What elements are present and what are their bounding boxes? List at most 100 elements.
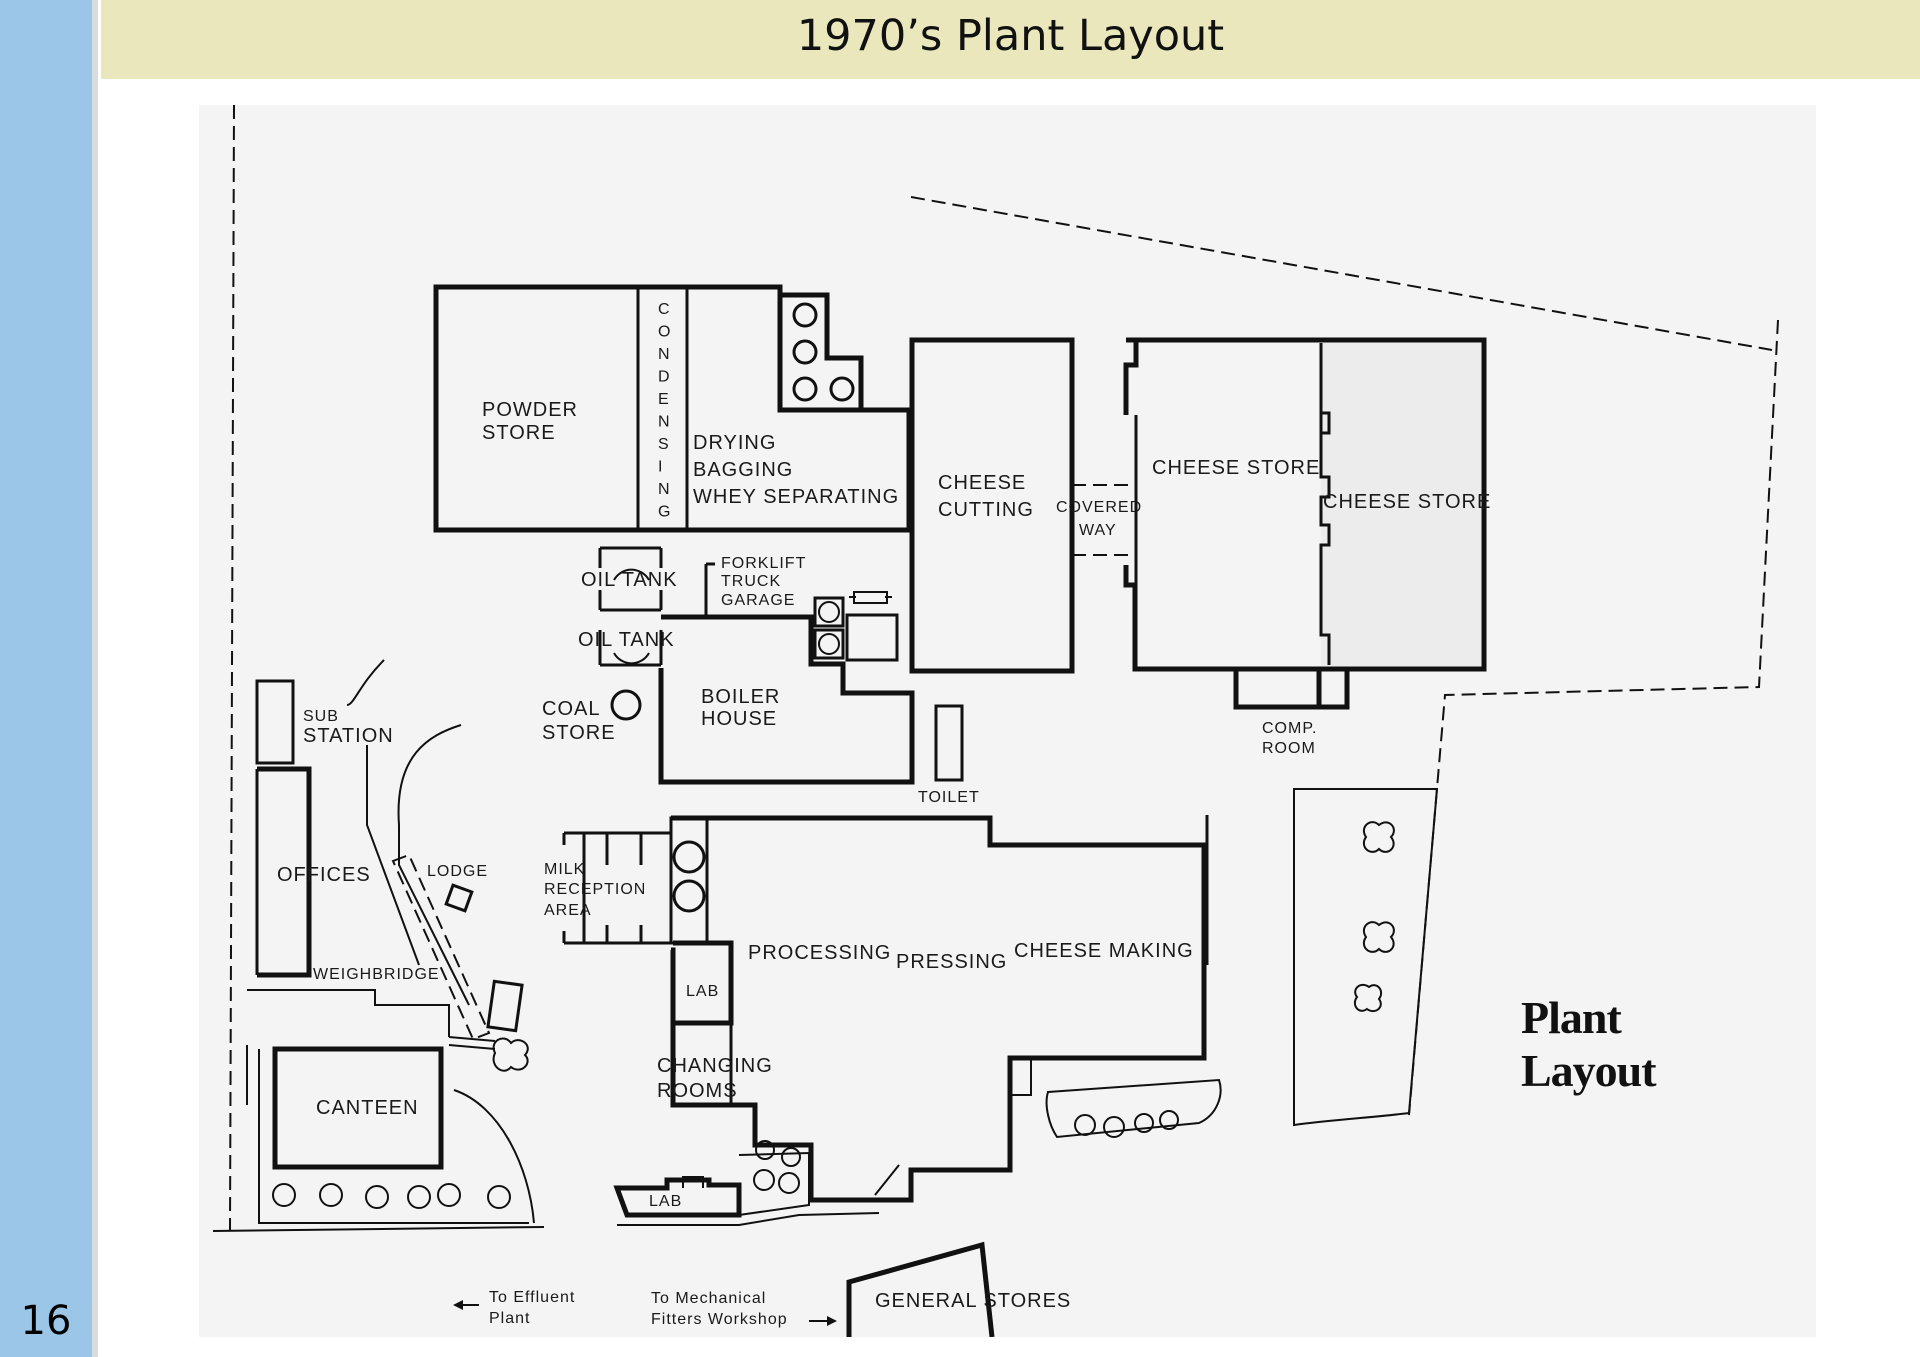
powder-store-label: STORE: [482, 422, 556, 444]
forklift-label: GARAGE: [721, 592, 795, 609]
comp-room-label: ROOM: [1262, 740, 1316, 757]
boiler-house: [658, 614, 915, 785]
condensing-letter: O: [658, 324, 671, 341]
offices-building: [257, 766, 312, 978]
powder-store-label: POWDER: [482, 399, 578, 421]
condensing-letter: E: [658, 391, 670, 408]
road-curve: [453, 1089, 535, 1224]
covered-way-label: COVERED: [1056, 499, 1142, 516]
lab-label: LAB: [686, 983, 719, 1000]
drying-label: DRYING: [693, 432, 776, 454]
toilet-building: [934, 704, 964, 782]
sub-station-label: SUB: [303, 708, 339, 725]
offices-label: OFFICES: [277, 864, 371, 886]
title-banner: 1970’s Plant Layout: [101, 0, 1920, 79]
cheese-store-label: CHEESE STORE: [1152, 457, 1320, 479]
effluent-label: Plant: [489, 1310, 530, 1327]
general-stores-building: [846, 1241, 995, 1337]
sub-station-label: STATION: [303, 725, 394, 747]
page-title: 1970’s Plant Layout: [796, 11, 1225, 61]
road-curve: [346, 659, 385, 706]
diagonal-wall: [874, 1164, 900, 1196]
road-curve: [397, 724, 470, 1006]
bottom-road: [617, 1212, 880, 1226]
site-boundary-left: [229, 105, 235, 1231]
processing-label: PROCESSING: [748, 942, 891, 964]
tank-circle: [829, 376, 855, 402]
forklift-label: FORKLIFT: [721, 555, 806, 572]
condensing-letter: N: [658, 414, 671, 431]
slide-sidebar: [0, 0, 92, 1357]
site-boundary-bottom: [212, 1226, 545, 1232]
condensing-letter: D: [658, 369, 671, 386]
mechanical-label: To Mechanical: [651, 1290, 766, 1307]
general-stores-label: GENERAL STORES: [875, 1290, 1071, 1312]
processing-building: [670, 815, 1207, 1203]
right-trees: [1353, 821, 1395, 1013]
covered-way-label: WAY: [1079, 522, 1117, 539]
page-number: 16: [20, 1298, 72, 1344]
canteen-path: [247, 989, 450, 1037]
condensing-letter: G: [658, 504, 671, 521]
bagging-label: BAGGING: [693, 459, 793, 481]
oil-tank-area: [598, 546, 899, 667]
canteen-label: CANTEEN: [316, 1097, 419, 1119]
boiler-house-label: BOILER: [701, 686, 780, 708]
cheese-cutting-label: CUTTING: [938, 499, 1034, 521]
changing-rooms-label: ROOMS: [657, 1080, 738, 1102]
cheese-cutting-label: CHEESE: [938, 472, 1026, 494]
tank-circle: [792, 376, 818, 402]
powder-drying-block: [433, 284, 912, 533]
condensing-letter: N: [658, 346, 671, 363]
tree-icon: [492, 1037, 529, 1072]
lab-label: LAB: [649, 1193, 682, 1210]
oil-tank-label: OIL TANK: [581, 569, 678, 591]
milk-reception-label: RECEPTION: [544, 881, 646, 898]
tank-circle: [792, 339, 818, 365]
lab-trees: [753, 1140, 801, 1194]
coal-store-label: COAL: [542, 698, 600, 720]
whey-separating-label: WHEY SEPARATING: [693, 486, 899, 508]
lab-building-bottom: [613, 1177, 742, 1218]
pressing-label: PRESSING: [896, 951, 1007, 973]
legend-layout: Layout: [1521, 1045, 1657, 1096]
weighbridge-outline: [391, 853, 491, 1041]
condensing-letter: I: [658, 459, 663, 476]
cheese-cutting-building: [909, 337, 1075, 674]
pressing-annex: [1010, 1057, 1032, 1096]
road-curve: [366, 745, 420, 966]
tank-circle: [792, 302, 818, 328]
toilet-label: TOILET: [918, 789, 980, 806]
coal-store-label: STORE: [542, 722, 616, 744]
lodge-building: [444, 883, 474, 913]
cheese-store-label: CHEESE STORE: [1323, 491, 1491, 513]
cheese-making-label: CHEESE MAKING: [1014, 940, 1194, 962]
milk-reception-label: AREA: [544, 902, 592, 919]
weighbridge-box: [486, 979, 524, 1033]
comp-room-label: COMP.: [1262, 720, 1317, 737]
sidebar-edge: [92, 0, 98, 1357]
oil-tank-label: OIL TANK: [578, 629, 675, 651]
condensing-letter: N: [658, 481, 671, 498]
weighbridge-label: WEIGHBRIDGE: [313, 966, 440, 983]
legend-plant: Plant: [1521, 992, 1622, 1043]
lab-steps: [682, 1176, 704, 1188]
canteen-building: [272, 1046, 444, 1170]
changing-rooms-label: CHANGING: [657, 1055, 773, 1077]
boiler-house-label: HOUSE: [701, 708, 777, 730]
canteen-yard: [258, 1049, 529, 1224]
cheese-store-building: [1123, 337, 1487, 710]
condensing-letter: C: [658, 301, 671, 318]
sub-station-building: [255, 679, 295, 765]
planter-trees: [1074, 1110, 1179, 1138]
planter-strip: [1045, 1078, 1222, 1139]
milk-reception-label: MILK: [544, 861, 585, 878]
effluent-label: To Effluent: [489, 1289, 575, 1306]
road-line: [448, 1036, 496, 1050]
right-planter: [1293, 788, 1439, 1127]
coal-store-circle: [610, 689, 642, 721]
forklift-label: TRUCK: [721, 573, 781, 590]
canteen-trees: [272, 1183, 511, 1209]
